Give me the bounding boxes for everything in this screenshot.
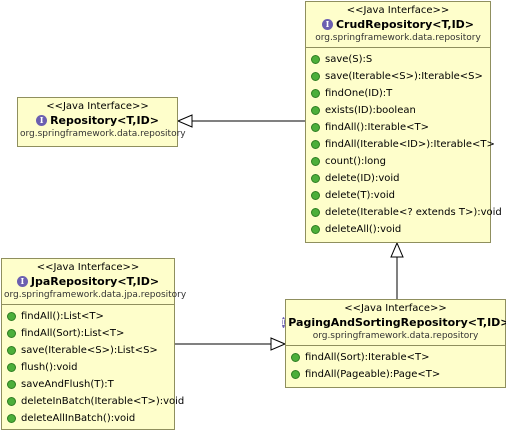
method-row[interactable]: deleteAll():void <box>306 221 490 238</box>
stereotype-label: <<Java Interface>> <box>344 303 447 314</box>
interface-icon: I <box>36 115 48 126</box>
package-label: org.springframework.data.jpa.repository <box>4 290 187 300</box>
method-row[interactable]: findAll(Iterable<ID>):Iterable<T> <box>306 136 495 153</box>
method-row[interactable]: findAll(Pageable):Page<T> <box>286 366 505 383</box>
package-label: org.springframework.data.repository <box>312 331 479 341</box>
method-signature: findAll(Sort):Iterable<T> <box>305 352 430 363</box>
method-row[interactable]: flush():void <box>2 359 174 376</box>
method-signature: deleteInBatch(Iterable<T>):void <box>21 396 185 407</box>
interface-name: CrudRepository<T,ID> <box>335 18 475 31</box>
method-row[interactable]: deleteAllInBatch():void <box>2 410 174 427</box>
interface-name: PagingAndSortingRepository<T,ID> <box>288 316 506 329</box>
public-method-icon <box>7 414 16 423</box>
method-signature: deleteAllInBatch():void <box>21 413 136 424</box>
paging-extends-crud-arrowhead <box>390 241 404 258</box>
method-signature: findAll():Iterable<T> <box>325 122 429 133</box>
method-row[interactable]: save(S):S <box>306 51 490 68</box>
method-signature: count():long <box>325 156 386 167</box>
method-row[interactable]: deleteInBatch(Iterable<T>):void <box>2 393 184 410</box>
method-row[interactable]: saveAndFlush(T):T <box>2 376 174 393</box>
stereotype-label: <<Java Interface>> <box>346 5 450 16</box>
repository-header: <<Java Interface>> I Repository<T,ID> or… <box>18 98 186 143</box>
stereotype-label: <<Java Interface>> <box>36 262 140 273</box>
method-signature: findAll(Sort):List<T> <box>21 328 125 339</box>
public-method-icon <box>7 329 16 338</box>
method-signature: exists(ID):boolean <box>325 105 416 116</box>
public-method-icon <box>311 225 320 234</box>
crud-repository-interface-box[interactable]: <<Java Interface>> I CrudRepository<T,ID… <box>305 1 502 243</box>
method-row[interactable]: findAll(Sort):Iterable<T> <box>286 349 505 366</box>
public-method-icon <box>311 123 320 132</box>
public-method-icon <box>291 370 300 379</box>
crud-extends-repository-arrowhead <box>176 114 193 128</box>
method-signature: delete(T):void <box>325 190 395 201</box>
public-method-icon <box>7 397 16 406</box>
public-method-icon <box>311 89 320 98</box>
method-signature: save(Iterable<S>):List<S> <box>21 345 158 356</box>
public-method-icon <box>311 106 320 115</box>
method-signature: findAll(Iterable<ID>):Iterable<T> <box>325 139 495 150</box>
repository-interface-box[interactable]: <<Java Interface>> I Repository<T,ID> or… <box>17 97 186 147</box>
public-method-icon <box>291 353 300 362</box>
method-signature: findAll(Pageable):Page<T> <box>305 369 441 380</box>
jpa-repository-header: <<Java Interface>> I JpaRepository<T,ID>… <box>2 259 187 305</box>
method-list: save(S):S save(Iterable<S>):Iterable<S> fi… <box>306 48 502 240</box>
method-row[interactable]: delete(Iterable<? extends T>):void <box>306 204 502 221</box>
method-row[interactable]: save(Iterable<S>):Iterable<S> <box>306 68 490 85</box>
public-method-icon <box>311 55 320 64</box>
paging-and-sorting-repository-interface-box[interactable]: <<Java Interface>> I PagingAndSortingRep… <box>281 299 506 388</box>
public-method-icon <box>311 72 320 81</box>
jpa-extends-paging-arrowhead <box>270 337 287 351</box>
interface-name: JpaRepository<T,ID> <box>30 275 160 288</box>
interface-icon: I <box>16 276 28 287</box>
method-row[interactable]: delete(ID):void <box>306 170 490 187</box>
interface-name: Repository<T,ID> <box>50 114 159 127</box>
public-method-icon <box>7 346 16 355</box>
interface-icon: I <box>321 19 333 30</box>
method-list: findAll():List<T> findAll(Sort):List<T> sa… <box>2 305 184 429</box>
method-signature: save(S):S <box>325 54 373 65</box>
public-method-icon <box>311 174 320 183</box>
crud-repository-header: <<Java Interface>> I CrudRepository<T,ID… <box>306 2 490 48</box>
public-method-icon <box>311 140 320 149</box>
method-signature: delete(ID):void <box>325 173 400 184</box>
public-method-icon <box>311 191 320 200</box>
public-method-icon <box>311 208 320 217</box>
public-method-icon <box>7 380 16 389</box>
method-signature: findOne(ID):T <box>325 88 393 99</box>
method-signature: findAll():List<T> <box>21 311 104 322</box>
stereotype-label: <<Java Interface>> <box>46 101 149 112</box>
method-row[interactable]: exists(ID):boolean <box>306 102 490 119</box>
jpa-repository-interface-box[interactable]: <<Java Interface>> I JpaRepository<T,ID>… <box>1 258 187 430</box>
paging-and-sorting-repository-header: <<Java Interface>> I PagingAndSortingRep… <box>281 300 506 346</box>
method-signature: save(Iterable<S>):Iterable<S> <box>325 71 483 82</box>
method-list: findAll(Sort):Iterable<T> findAll(Pageabl… <box>286 346 505 385</box>
method-signature: flush():void <box>21 362 78 373</box>
method-signature: delete(Iterable<? extends T>):void <box>325 207 502 218</box>
method-signature: saveAndFlush(T):T <box>21 379 114 390</box>
method-row[interactable]: findOne(ID):T <box>306 85 490 102</box>
method-row[interactable]: delete(T):void <box>306 187 490 204</box>
public-method-icon <box>7 312 16 321</box>
public-method-icon <box>7 363 16 372</box>
method-row[interactable]: findAll():Iterable<T> <box>306 119 490 136</box>
method-row[interactable]: findAll():List<T> <box>2 308 174 325</box>
package-label: org.springframework.data.repository <box>315 33 481 43</box>
public-method-icon <box>311 157 320 166</box>
interface-icon: I <box>281 317 286 328</box>
method-row[interactable]: count():long <box>306 153 490 170</box>
method-signature: deleteAll():void <box>325 224 402 235</box>
method-row[interactable]: save(Iterable<S>):List<S> <box>2 342 174 359</box>
method-row[interactable]: findAll(Sort):List<T> <box>2 325 174 342</box>
package-label: org.springframework.data.repository <box>20 129 186 139</box>
